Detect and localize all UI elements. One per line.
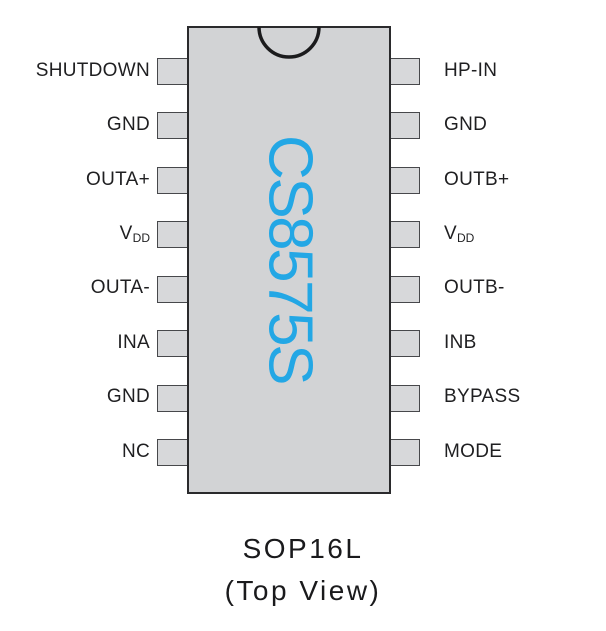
- caption-view: (Top View): [224, 575, 382, 606]
- pin-left-5: [157, 276, 189, 303]
- pin-left-2: [157, 112, 189, 139]
- pin-right-9: [389, 439, 420, 466]
- pin-right-13: [389, 221, 420, 248]
- pin-label-outa-minus: OUTA-: [90, 277, 150, 298]
- pin-label-inb: INB: [444, 332, 477, 353]
- pin-label-ina: INA: [117, 332, 150, 353]
- pin-left-1: [157, 58, 189, 85]
- pin-label-gnd-left-bottom: GND: [106, 386, 150, 407]
- pin-label-outb-minus: OUTB-: [444, 277, 505, 298]
- pin-left-7: [157, 385, 189, 412]
- pin-left-3: [157, 167, 189, 194]
- pin-left-4: [157, 221, 189, 248]
- pin-right-11: [389, 330, 420, 357]
- pin-label-bypass: BYPASS: [444, 386, 521, 407]
- pin-label-gnd-left-top: GND: [106, 114, 150, 135]
- pin-label-vdd-left: VDD: [119, 223, 150, 245]
- pin-label-gnd-right: GND: [444, 114, 488, 135]
- pin-label-outa-plus: OUTA+: [86, 169, 150, 190]
- pin-label-vdd-right: VDD: [444, 223, 475, 245]
- pin-label-hp-in: HP-IN: [444, 60, 498, 81]
- pin-right-10: [389, 385, 420, 412]
- pin-label-nc: NC: [121, 441, 150, 462]
- pin-right-16: [389, 58, 420, 85]
- pin-label-outb-plus: OUTB+: [444, 169, 510, 190]
- caption-package: SOP16L: [242, 533, 364, 564]
- pin-label-mode: MODE: [444, 441, 503, 462]
- pin-right-12: [389, 276, 420, 303]
- pin-label-shutdown: SHUTDOWN: [35, 60, 150, 81]
- pin1-notch-icon: [257, 26, 321, 59]
- pin-right-15: [389, 112, 420, 139]
- caption: SOP16L (Top View): [0, 528, 606, 612]
- pin-left-8: [157, 439, 189, 466]
- pin-left-6: [157, 330, 189, 357]
- pin-right-14: [389, 167, 420, 194]
- chip-part-number: CS8575S: [255, 135, 325, 383]
- chip-body: [187, 26, 391, 494]
